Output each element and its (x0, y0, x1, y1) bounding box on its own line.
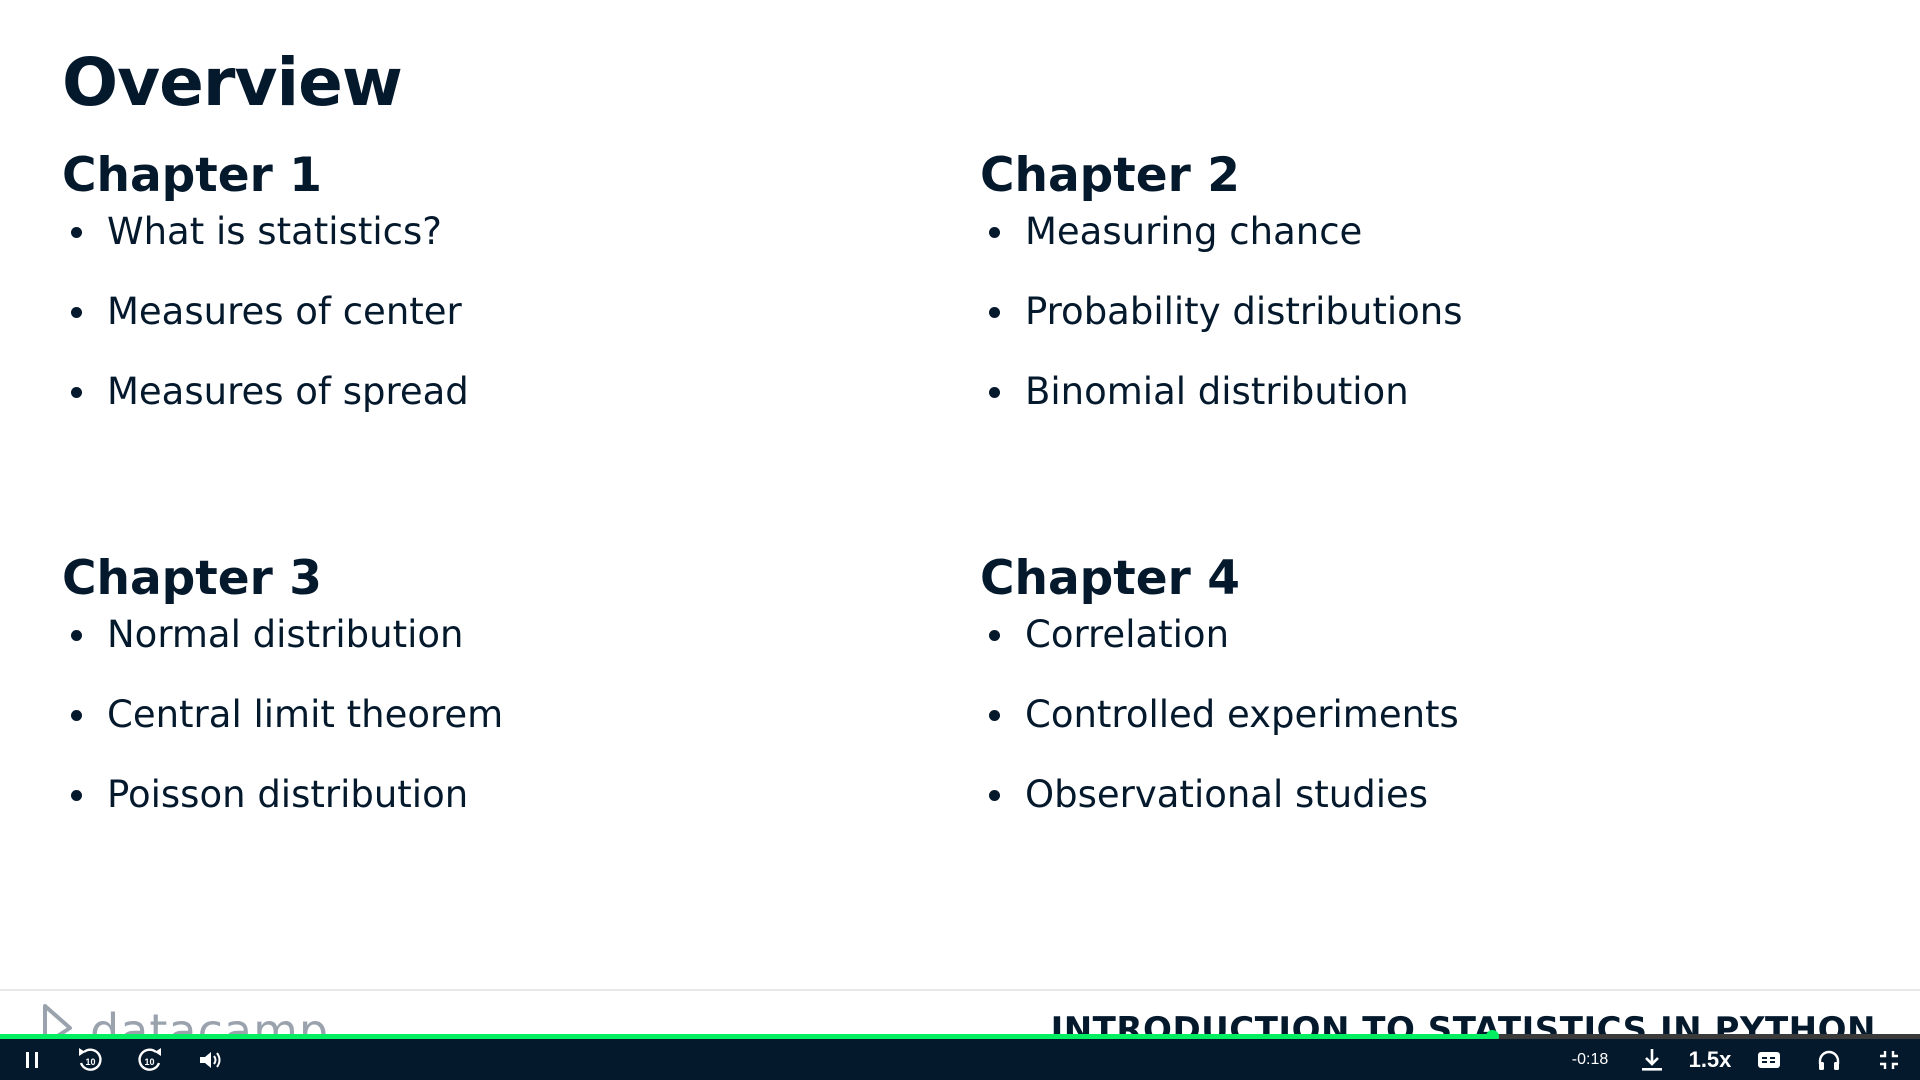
exit-fullscreen-button[interactable] (1872, 1039, 1906, 1080)
forward-seconds-label: 10 (144, 1057, 154, 1067)
list-item: Normal distribution (62, 607, 822, 687)
slide: Overview Chapter 1 What is statistics? M… (0, 44, 1920, 1038)
chapter-heading: Chapter 2 (980, 148, 1240, 203)
list-item: Measuring chance (980, 204, 1740, 284)
pause-icon (26, 1051, 38, 1068)
chapter-heading: Chapter 3 (62, 551, 322, 606)
list-item: Central limit theorem (62, 687, 822, 767)
rewind-seconds-label: 10 (85, 1057, 95, 1067)
chapter-1-section: Chapter 1 What is statistics? Measures o… (62, 148, 822, 444)
rewind-10-button[interactable]: 10 (70, 1039, 110, 1080)
download-button[interactable] (1634, 1039, 1670, 1080)
closed-captions-button[interactable] (1752, 1039, 1786, 1080)
list-item: Probability distributions (980, 284, 1740, 364)
volume-icon (200, 1051, 221, 1068)
list-item: Correlation (980, 607, 1740, 687)
exit-fullscreen-icon (1880, 1050, 1898, 1069)
chapter-2-section: Chapter 2 Measuring chance Probability d… (980, 148, 1740, 444)
list-item: Controlled experiments (980, 687, 1740, 767)
chapter-topic-list: Normal distribution Central limit theore… (62, 607, 822, 847)
chapter-topic-list: Measuring chance Probability distributio… (980, 204, 1740, 444)
list-item: Measures of center (62, 284, 822, 364)
chapter-topic-list: What is statistics? Measures of center M… (62, 204, 822, 444)
closed-captions-icon (1758, 1051, 1780, 1068)
rewind-10-icon: 10 (79, 1047, 102, 1071)
audio-only-button[interactable] (1812, 1039, 1846, 1080)
video-control-bar: 10 10 -0:18 1.5x (0, 1039, 1920, 1080)
chapter-heading: Chapter 4 (980, 551, 1240, 606)
chapter-topic-list: Correlation Controlled experiments Obser… (980, 607, 1740, 847)
datacamp-logo-icon (43, 1004, 72, 1038)
footer-divider (0, 989, 1920, 991)
list-item: Binomial distribution (980, 364, 1740, 444)
chapter-heading: Chapter 1 (62, 148, 322, 203)
list-item: Poisson distribution (62, 767, 822, 847)
chapter-3-section: Chapter 3 Normal distribution Central li… (62, 551, 822, 847)
progress-fill (0, 1034, 1492, 1039)
chapter-4-section: Chapter 4 Correlation Controlled experim… (980, 551, 1740, 847)
pause-button[interactable] (14, 1039, 50, 1080)
list-item: Measures of spread (62, 364, 822, 444)
headphones-icon (1818, 1050, 1840, 1070)
slide-title: Overview (62, 44, 403, 121)
list-item: What is statistics? (62, 204, 822, 284)
forward-10-icon: 10 (138, 1047, 161, 1071)
logo-wordmark: datacamp (90, 1004, 330, 1038)
time-remaining: -0:18 (1571, 1050, 1609, 1068)
playback-speed-button[interactable]: 1.5x (1688, 1046, 1732, 1072)
volume-button[interactable] (194, 1039, 228, 1080)
download-icon (1642, 1048, 1662, 1071)
course-title: INTRODUCTION TO STATISTICS IN PYTHON (1050, 1010, 1876, 1038)
datacamp-logo: datacamp (40, 1004, 329, 1038)
forward-10-button[interactable]: 10 (130, 1039, 170, 1080)
list-item: Observational studies (980, 767, 1740, 847)
